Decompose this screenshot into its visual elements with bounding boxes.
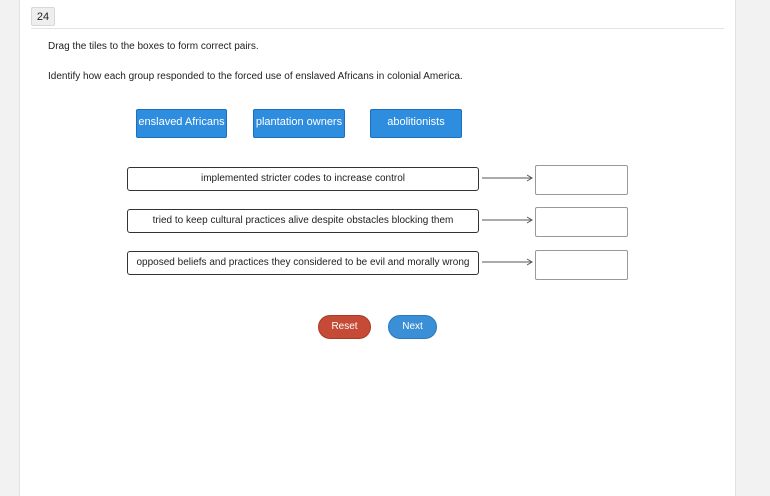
arrow-right-icon — [482, 216, 533, 224]
arrow-right-icon — [482, 174, 533, 182]
tile-enslaved-africans[interactable]: enslaved Africans — [136, 109, 227, 138]
pair-prompt-2: tried to keep cultural practices alive d… — [127, 209, 479, 233]
next-button[interactable]: Next — [388, 315, 437, 339]
drop-target-1[interactable] — [535, 165, 628, 195]
drop-target-2[interactable] — [535, 207, 628, 237]
instruction-text: Drag the tiles to the boxes to form corr… — [48, 41, 259, 52]
pair-prompt-1: implemented stricter codes to increase c… — [127, 167, 479, 191]
question-number: 24 — [31, 7, 55, 26]
tile-abolitionists[interactable]: abolitionists — [370, 109, 462, 138]
reset-button[interactable]: Reset — [318, 315, 371, 339]
tile-plantation-owners[interactable]: plantation owners — [253, 109, 345, 138]
pair-prompt-3: opposed beliefs and practices they consi… — [127, 251, 479, 275]
drop-target-3[interactable] — [535, 250, 628, 280]
question-text: Identify how each group responded to the… — [48, 71, 463, 82]
arrow-right-icon — [482, 258, 533, 266]
header-divider — [31, 28, 724, 29]
question-card: 24 Drag the tiles to the boxes to form c… — [19, 0, 736, 496]
